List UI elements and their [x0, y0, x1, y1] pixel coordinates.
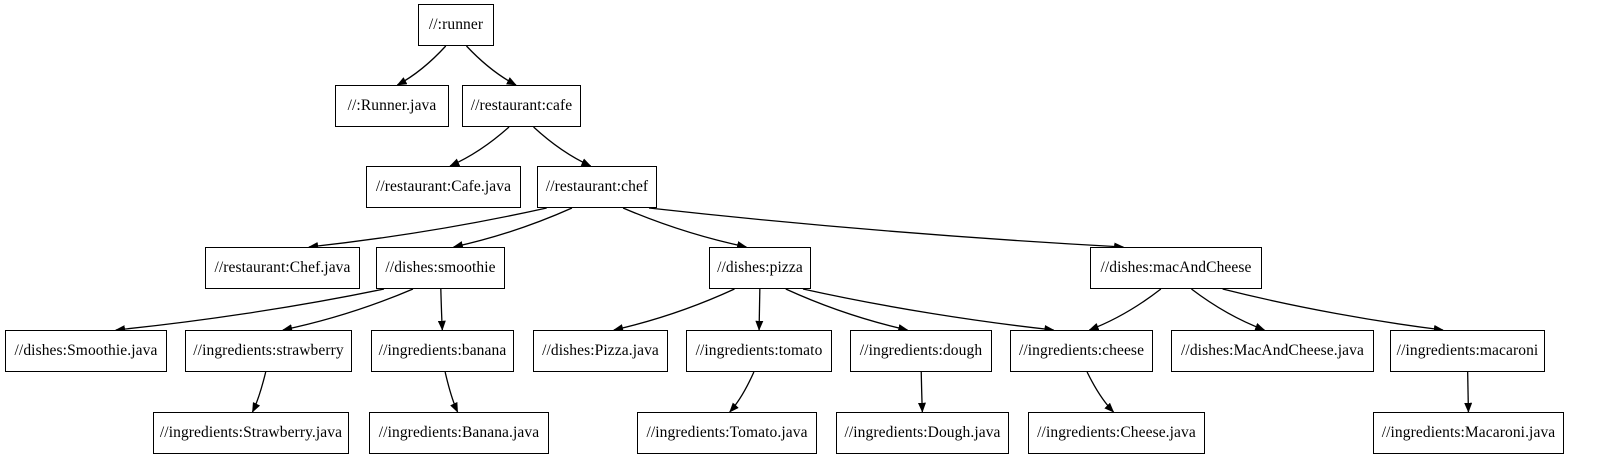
graph-node-label: //dishes:pizza: [717, 259, 803, 277]
graph-node-label: //dishes:Pizza.java: [542, 342, 659, 360]
graph-node-label: //restaurant:chef: [545, 178, 649, 196]
graph-node-tomato_java[interactable]: //ingredients:Tomato.java: [637, 412, 817, 454]
graph-node-dishes_smoothie[interactable]: //dishes:smoothie: [376, 247, 505, 289]
graph-node-label: //dishes:Smoothie.java: [14, 342, 158, 360]
graph-node-label: //ingredients:banana: [378, 342, 507, 360]
graph-node-label: //ingredients:dough: [859, 342, 983, 360]
graph-node-ing_cheese[interactable]: //ingredients:cheese: [1010, 330, 1153, 372]
graph-node-banana_java[interactable]: //ingredients:Banana.java: [369, 412, 549, 454]
graph-node-pizza_java[interactable]: //dishes:Pizza.java: [533, 330, 668, 372]
graph-node-restaurant_cafe[interactable]: //restaurant:cafe: [462, 85, 581, 127]
graph-node-ing_macaroni[interactable]: //ingredients:macaroni: [1390, 330, 1545, 372]
graph-node-label: //ingredients:tomato: [695, 342, 823, 360]
graph-node-runner_java[interactable]: //:Runner.java: [335, 85, 449, 127]
graph-node-label: //ingredients:Cheese.java: [1037, 424, 1196, 442]
graph-node-macandcheese_java[interactable]: //dishes:MacAndCheese.java: [1171, 330, 1374, 372]
graph-node-dishes_pizza[interactable]: //dishes:pizza: [709, 247, 811, 289]
graph-node-label: //ingredients:cheese: [1018, 342, 1145, 360]
graph-node-label: //ingredients:Macaroni.java: [1381, 424, 1556, 442]
graph-node-strawberry_java[interactable]: //ingredients:Strawberry.java: [153, 412, 349, 454]
graph-node-label: //ingredients:Dough.java: [844, 424, 1001, 442]
graph-node-label: //:runner: [428, 16, 484, 34]
graph-node-label: //:Runner.java: [347, 97, 437, 115]
graph-node-cheese_java[interactable]: //ingredients:Cheese.java: [1028, 412, 1205, 454]
graph-node-cafe_java[interactable]: //restaurant:Cafe.java: [366, 166, 521, 208]
graph-node-dough_java[interactable]: //ingredients:Dough.java: [836, 412, 1009, 454]
graph-node-smoothie_java[interactable]: //dishes:Smoothie.java: [5, 330, 167, 372]
graph-node-label: //ingredients:Strawberry.java: [159, 424, 343, 442]
graph-node-restaurant_chef[interactable]: //restaurant:chef: [537, 166, 657, 208]
graph-node-dishes_macandchs[interactable]: //dishes:macAndCheese: [1090, 247, 1262, 289]
graph-node-chef_java[interactable]: //restaurant:Chef.java: [205, 247, 360, 289]
graph-node-label: //ingredients:macaroni: [1396, 342, 1539, 360]
graph-node-ing_strawberry[interactable]: //ingredients:strawberry: [185, 330, 352, 372]
graph-node-label: //restaurant:Chef.java: [214, 259, 351, 277]
graph-node-label: //dishes:macAndCheese: [1100, 259, 1252, 277]
graph-node-label: //ingredients:Tomato.java: [646, 424, 808, 442]
graph-node-label: //restaurant:cafe: [470, 97, 573, 115]
graph-node-ing_banana[interactable]: //ingredients:banana: [371, 330, 514, 372]
graph-node-label: //restaurant:Cafe.java: [375, 178, 512, 196]
graph-node-label: //ingredients:strawberry: [193, 342, 344, 360]
graph-node-label: //ingredients:Banana.java: [378, 424, 540, 442]
graph-node-label: //dishes:MacAndCheese.java: [1181, 342, 1364, 360]
graph-node-ing_dough[interactable]: //ingredients:dough: [850, 330, 992, 372]
graph-node-label: //dishes:smoothie: [385, 259, 496, 277]
graph-node-macaroni_java[interactable]: //ingredients:Macaroni.java: [1373, 412, 1564, 454]
graph-node-ing_tomato[interactable]: //ingredients:tomato: [686, 330, 832, 372]
graph-node-runner[interactable]: //:runner: [418, 4, 494, 46]
